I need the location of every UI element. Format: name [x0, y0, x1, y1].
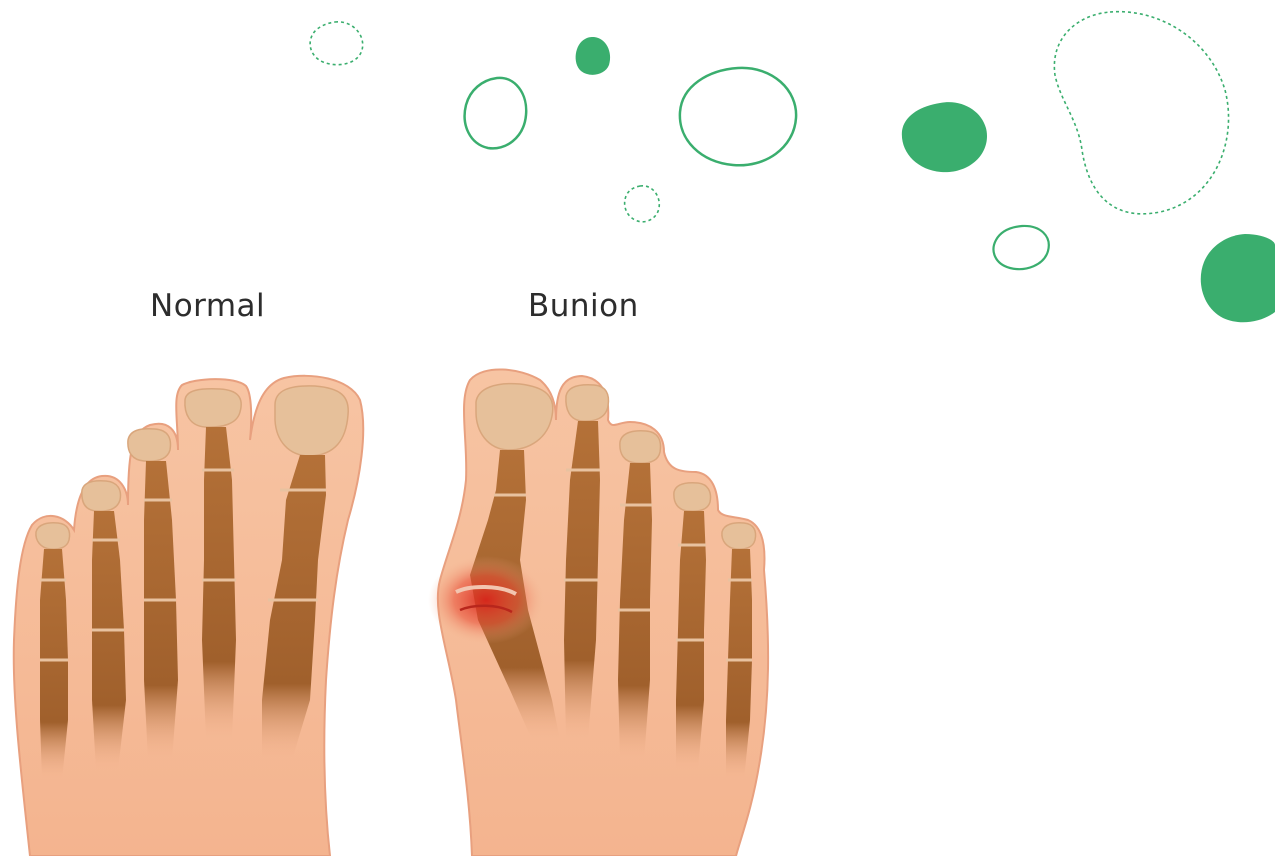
bunion-inflammation [428, 556, 544, 644]
dotted-blob-small [310, 22, 363, 65]
dotted-blob-middle [625, 186, 660, 222]
bone-normal-2 [202, 427, 236, 740]
normal-foot [14, 376, 363, 856]
outline-blob-small [994, 226, 1049, 269]
nail-normal-4 [82, 481, 121, 511]
nail-bunion-2 [566, 385, 609, 421]
label-normal: Normal [150, 288, 265, 324]
nail-bunion-4 [674, 483, 711, 511]
bunion-foot [428, 369, 768, 856]
filled-blob-edge [1201, 234, 1275, 322]
nail-normal-big [275, 386, 348, 456]
bone-normal-5 [40, 549, 68, 780]
nail-normal-3 [128, 429, 171, 461]
outline-blob-left [465, 78, 527, 149]
dotted-blob-large [1054, 12, 1228, 214]
nail-bunion-5 [722, 523, 756, 549]
nail-normal-2 [185, 389, 241, 427]
filled-blob-right [902, 102, 987, 172]
outline-blob-center [680, 68, 796, 165]
label-bunion: Bunion [528, 288, 639, 324]
nail-normal-5 [36, 523, 70, 549]
feet-illustration [0, 330, 820, 856]
filled-blob-small [576, 37, 610, 75]
nail-bunion-3 [620, 431, 661, 463]
